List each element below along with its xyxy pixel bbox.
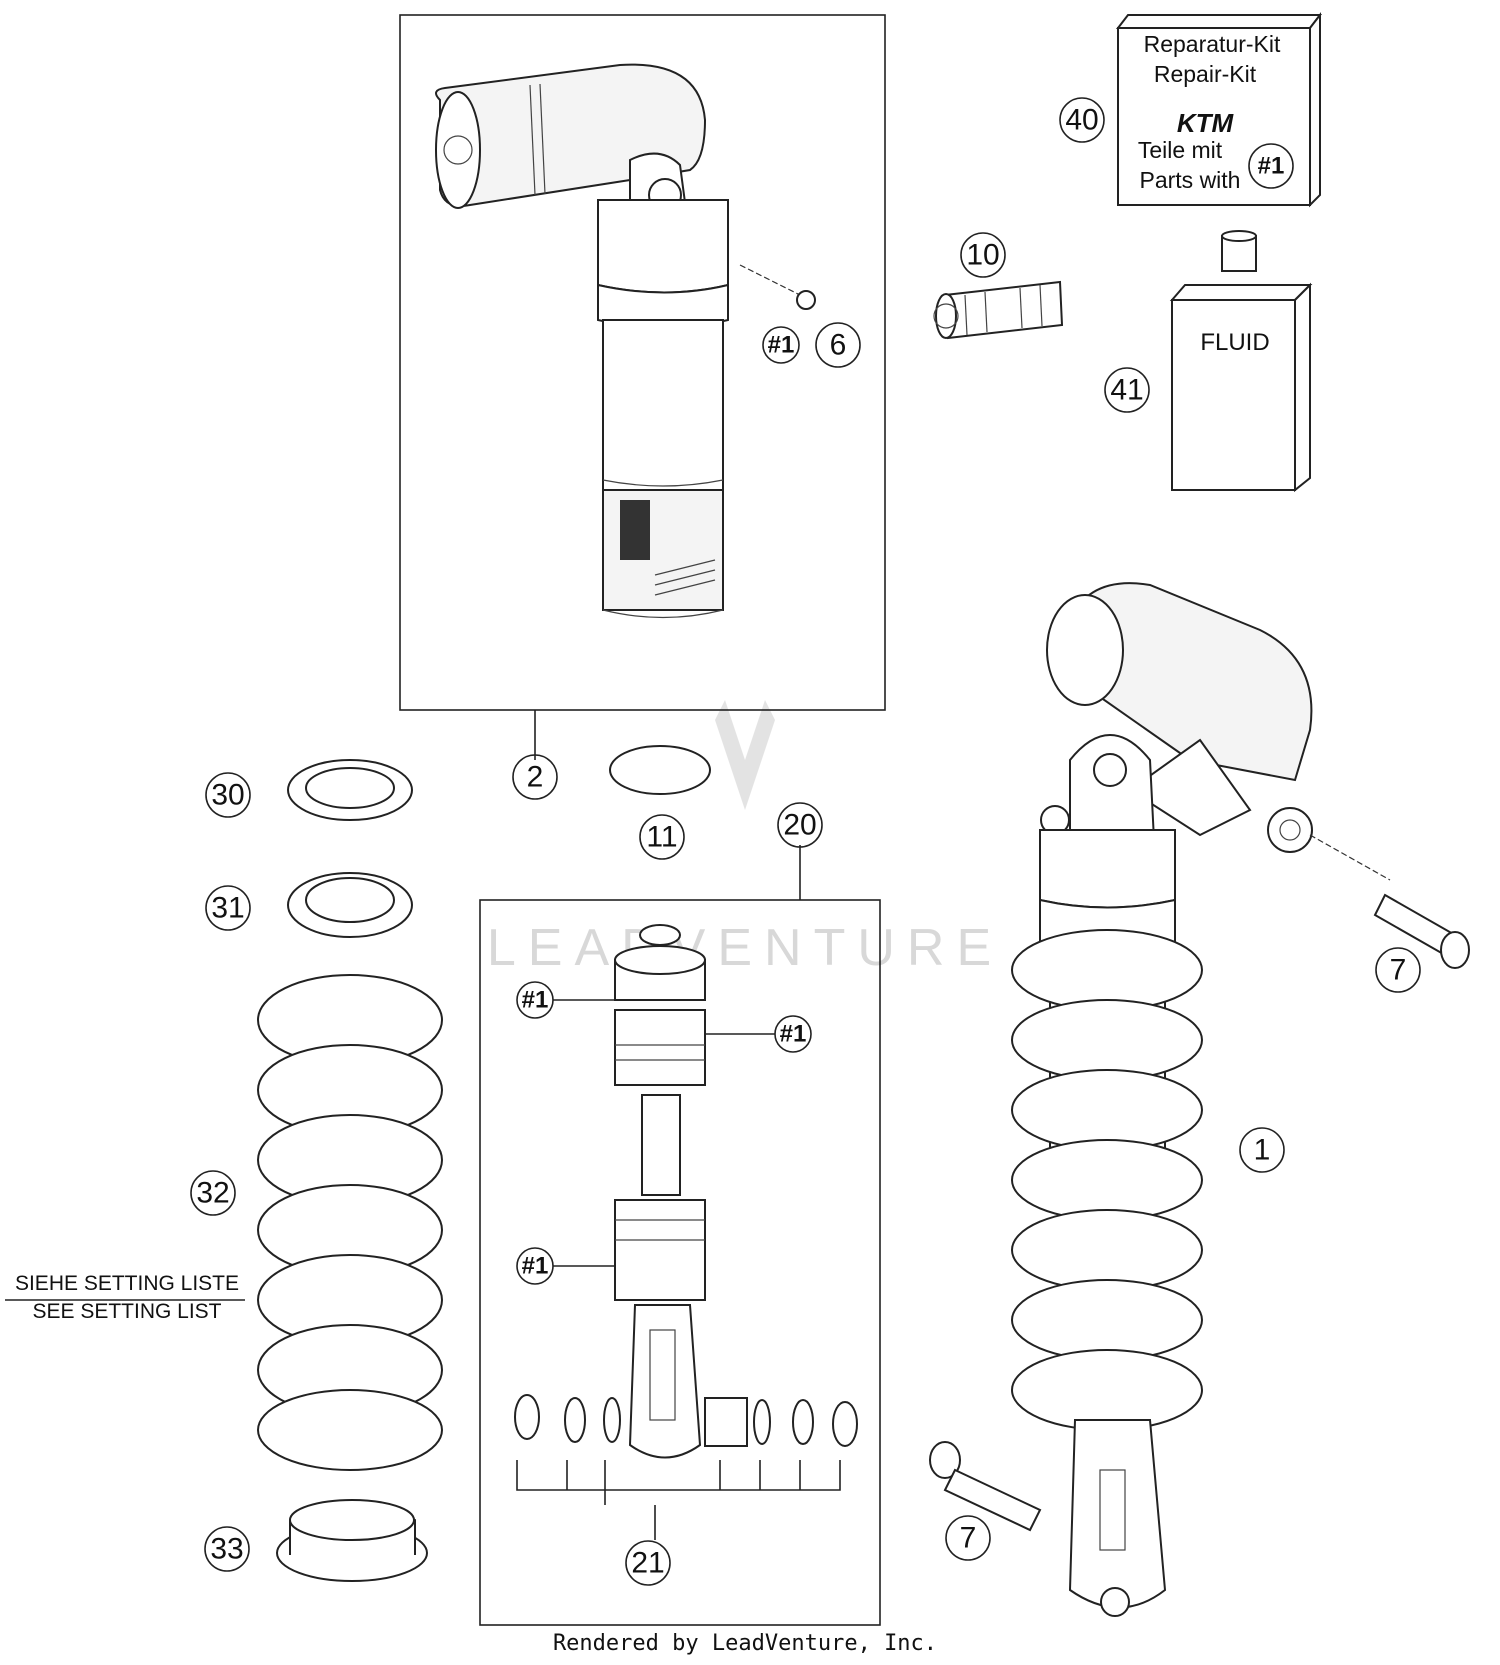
callout-11 <box>639 814 685 860</box>
callout-40-label: 40 <box>1065 104 1098 137</box>
spring-seat-33 <box>276 1499 428 1582</box>
callout-hash-1-kit <box>1248 143 1294 189</box>
spring-retainer-30 <box>287 759 413 821</box>
callout-33 <box>204 1526 250 1572</box>
hash-label: #1 <box>768 332 795 359</box>
callout-40 <box>1059 97 1105 143</box>
watermark-text: LEADVENTURE <box>487 919 1003 977</box>
bolt-7-lower <box>929 1441 1042 1532</box>
callout-41 <box>1104 367 1150 413</box>
repair-kit-line1: Reparatur-Kit <box>1144 31 1281 57</box>
hash-label: #1 <box>780 1021 807 1048</box>
fluid-bottle: FLUID <box>1169 230 1313 493</box>
callout-11-label: 11 <box>646 821 677 854</box>
callout-10-label: 10 <box>966 239 999 272</box>
callout-20-label: 20 <box>783 809 816 842</box>
callout-32 <box>190 1170 236 1216</box>
callout-32-label: 32 <box>196 1177 229 1210</box>
callout-6 <box>815 322 861 368</box>
hash-label: #1 <box>522 987 549 1014</box>
repair-kit-line3: Teile mit <box>1138 137 1223 163</box>
repair-kit-line2: Repair-Kit <box>1154 61 1257 87</box>
circlip-drawing <box>609 745 711 795</box>
callout-7-upper <box>1375 947 1421 993</box>
repair-kit-line4: Parts with <box>1140 167 1241 193</box>
callout-31 <box>205 885 251 931</box>
callout-30 <box>205 772 251 818</box>
callout-2 <box>512 754 558 800</box>
valve-drawing <box>933 280 1064 340</box>
spring-32 <box>257 974 443 1471</box>
fluid-label: FLUID <box>1200 329 1269 356</box>
callout-7-upper-label: 7 <box>1390 954 1407 987</box>
damper-body-drawing <box>435 63 816 619</box>
callout-10 <box>960 232 1006 278</box>
spring-note-line2: SEE SETTING LIST <box>32 1300 221 1323</box>
watermark: LEADVENTURE <box>487 700 1003 977</box>
callout-30-label: 30 <box>211 779 244 812</box>
callout-7-lower <box>945 1515 991 1561</box>
full-shock-drawing <box>1011 582 1391 1617</box>
part-2-box <box>399 14 886 711</box>
spring-note-line1: SIEHE SETTING LISTE <box>15 1272 239 1295</box>
callout-33-label: 33 <box>210 1533 243 1566</box>
part-20-box <box>479 899 881 1626</box>
callout-21-label: 21 <box>631 1547 664 1580</box>
callout-41-label: 41 <box>1110 374 1143 407</box>
footer-credit: Rendered by LeadVenture, Inc. <box>553 1631 937 1656</box>
hash-label: #1 <box>522 1253 549 1280</box>
callout-7-lower-label: 7 <box>960 1522 977 1555</box>
hash-label: #1 <box>1258 153 1285 180</box>
spring-retainer-31 <box>287 872 413 938</box>
callout-31-label: 31 <box>211 892 244 925</box>
callout-1-label: 1 <box>1254 1134 1271 1167</box>
callout-20 <box>777 802 823 848</box>
callout-6-label: 6 <box>830 329 847 362</box>
callout-2-label: 2 <box>527 761 544 794</box>
piston-rod-drawing <box>514 924 858 1540</box>
bolt-7-upper <box>1373 893 1470 969</box>
repair-kit-box: Reparatur-Kit Repair-Kit KTM Teile mit P… <box>1115 12 1323 208</box>
ktm-logo: KTM <box>1177 108 1235 138</box>
callout-21 <box>625 1540 671 1586</box>
callout-1 <box>1239 1127 1285 1173</box>
callout-hash-1-a <box>762 326 800 364</box>
